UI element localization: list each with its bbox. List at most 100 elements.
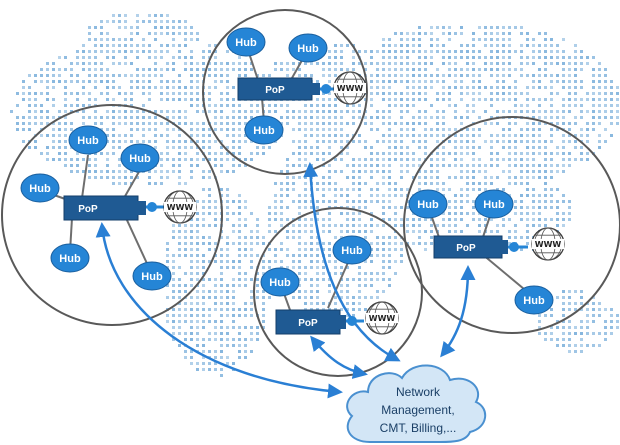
map-dot — [256, 296, 259, 299]
map-dot — [220, 116, 223, 119]
map-dot — [262, 152, 265, 155]
map-dot — [322, 92, 325, 95]
map-dot — [466, 170, 469, 173]
map-dot — [178, 242, 181, 245]
map-dot — [340, 128, 343, 131]
map-dot — [478, 98, 481, 101]
pop-label: PoP — [298, 318, 318, 329]
map-dot — [610, 134, 613, 137]
map-dot — [214, 212, 217, 215]
map-dot — [586, 134, 589, 137]
map-dot — [322, 188, 325, 191]
map-dot — [340, 68, 343, 71]
map-dot — [454, 62, 457, 65]
map-dot — [202, 146, 205, 149]
map-dot — [568, 68, 571, 71]
map-dot — [556, 50, 559, 53]
map-dot — [598, 146, 601, 149]
map-dot — [388, 266, 391, 269]
map-dot — [394, 92, 397, 95]
map-dot — [490, 158, 493, 161]
map-dot — [358, 224, 361, 227]
map-dot — [214, 50, 217, 53]
map-dot — [238, 128, 241, 131]
map-dot — [334, 128, 337, 131]
map-dot — [214, 224, 217, 227]
map-dot — [280, 170, 283, 173]
map-dot — [166, 146, 169, 149]
map-dot — [166, 68, 169, 71]
map-dot — [538, 218, 541, 221]
map-dot — [328, 212, 331, 215]
map-dot — [184, 290, 187, 293]
map-dot — [436, 224, 439, 227]
map-dot — [76, 92, 79, 95]
map-dot — [208, 194, 211, 197]
map-dot — [16, 104, 19, 107]
map-dot — [190, 296, 193, 299]
map-dot — [142, 104, 145, 107]
map-dot — [490, 104, 493, 107]
map-dot — [580, 80, 583, 83]
map-dot — [226, 74, 229, 77]
map-dot — [298, 74, 301, 77]
map-dot — [508, 158, 511, 161]
map-dot — [232, 104, 235, 107]
map-dot — [526, 158, 529, 161]
map-dot — [334, 266, 337, 269]
map-dot — [256, 152, 259, 155]
map-dot — [472, 68, 475, 71]
map-dot — [526, 176, 529, 179]
map-dot — [112, 176, 115, 179]
map-dot — [532, 80, 535, 83]
map-dot — [220, 374, 223, 377]
map-dot — [220, 188, 223, 191]
map-dot — [364, 98, 367, 101]
map-dot — [136, 44, 139, 47]
map-dot — [472, 188, 475, 191]
map-dot — [604, 86, 607, 89]
hub-label: Hub — [77, 135, 99, 147]
map-dot — [184, 110, 187, 113]
map-dot — [136, 32, 139, 35]
map-dot — [112, 110, 115, 113]
map-dot — [388, 98, 391, 101]
map-dot — [304, 146, 307, 149]
map-dot — [532, 146, 535, 149]
map-dot — [202, 200, 205, 203]
map-dot — [346, 302, 349, 305]
map-dot — [556, 200, 559, 203]
map-dot — [220, 290, 223, 293]
map-dot — [442, 62, 445, 65]
map-dot — [100, 62, 103, 65]
map-dot — [250, 278, 253, 281]
map-dot — [562, 320, 565, 323]
map-dot — [526, 32, 529, 35]
map-dot — [208, 74, 211, 77]
map-dot — [448, 230, 451, 233]
map-dot — [184, 308, 187, 311]
map-dot — [208, 134, 211, 137]
map-dot — [154, 68, 157, 71]
map-dot — [556, 326, 559, 329]
map-dot — [502, 92, 505, 95]
map-dot — [388, 146, 391, 149]
map-dot — [292, 200, 295, 203]
map-dot — [394, 80, 397, 83]
map-dot — [538, 326, 541, 329]
map-dot — [214, 356, 217, 359]
map-dot — [274, 194, 277, 197]
map-dot — [538, 56, 541, 59]
map-dot — [400, 50, 403, 53]
map-dot — [88, 80, 91, 83]
map-dot — [406, 38, 409, 41]
map-dot — [418, 116, 421, 119]
map-dot — [586, 56, 589, 59]
map-dot — [184, 62, 187, 65]
map-dot — [526, 134, 529, 137]
map-dot — [334, 62, 337, 65]
map-dot — [196, 146, 199, 149]
map-dot — [514, 230, 517, 233]
map-dot — [220, 344, 223, 347]
map-dot — [154, 62, 157, 65]
